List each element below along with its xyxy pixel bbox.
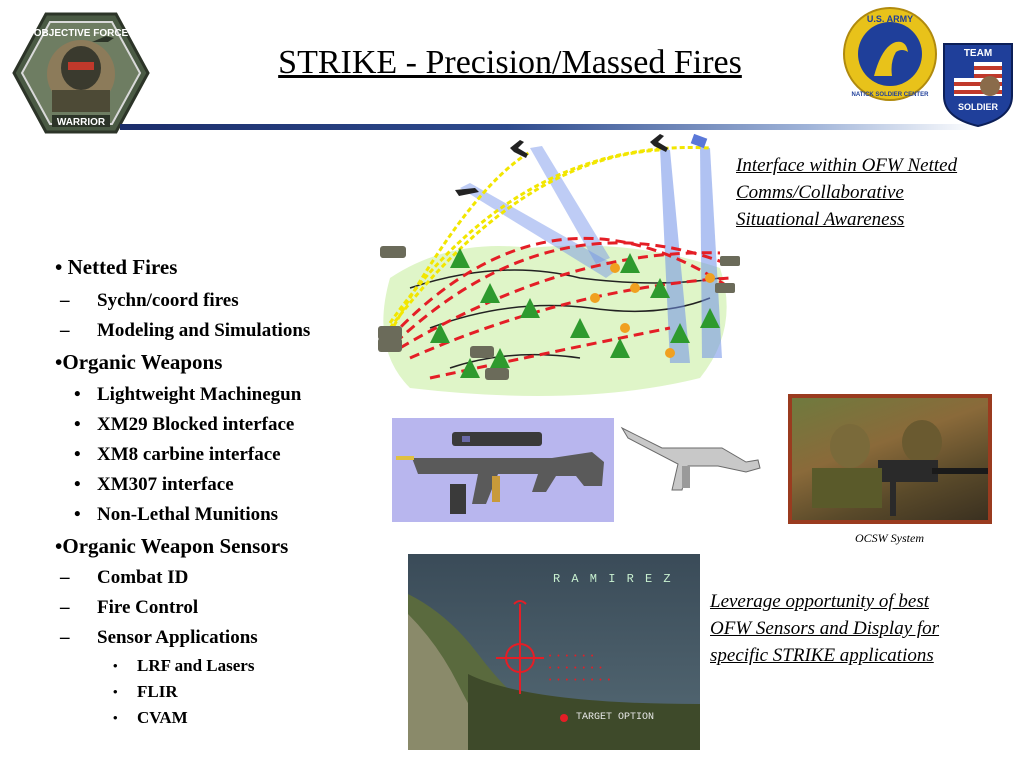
svg-text:• • • • • • • •: • • • • • • • • bbox=[548, 677, 611, 685]
logo-left-bottom-text: WARRIOR bbox=[57, 117, 106, 128]
page-title: STRIKE - Precision/Massed Fires bbox=[278, 44, 742, 81]
bullet-organic-weapons: •Organic Weapons bbox=[55, 350, 223, 374]
hud-callsign-text: R A M I R E Z bbox=[553, 572, 673, 586]
svg-text:NATICK SOLDIER CENTER: NATICK SOLDIER CENTER bbox=[852, 92, 930, 98]
team-text: TEAM bbox=[964, 48, 992, 59]
bullet-organic-weapon-sensors: •Organic Weapon Sensors bbox=[55, 534, 289, 558]
ocsw-system-photo bbox=[788, 394, 992, 524]
hud-target-option-text: TARGET OPTION bbox=[576, 712, 655, 723]
team-soldier-logo: TEAM SOLDIER bbox=[940, 40, 1016, 128]
hud-sensor-image: • • • • • • • • • • • • • • • • • • • • … bbox=[408, 554, 700, 750]
svg-text:U.S. ARMY: U.S. ARMY bbox=[867, 14, 913, 24]
svg-text:• • • • • •: • • • • • • bbox=[548, 653, 594, 661]
xm29-weapon-image bbox=[392, 418, 614, 522]
leverage-callout: Leverage opportunity of best OFW Sensors… bbox=[710, 591, 940, 666]
us-army-natick-logo: U.S. ARMY NATICK SOLDIER CENTER bbox=[840, 6, 940, 102]
ocsw-caption: OCSW System bbox=[855, 531, 924, 545]
netted-fires-diagram bbox=[370, 128, 750, 400]
soldier-text: SOLDIER bbox=[958, 102, 999, 112]
carbine-weapon-image bbox=[618, 418, 764, 508]
title-underline-bar bbox=[120, 124, 980, 130]
interface-callout: Interface within OFW Netted Comms/Collab… bbox=[736, 155, 958, 230]
logo-left-top-text: OBJECTIVE FORCE bbox=[34, 28, 129, 39]
objective-force-warrior-logo: OBJECTIVE FORCE WARRIOR bbox=[12, 12, 150, 134]
bullet-netted-fires: • Netted Fires bbox=[55, 255, 178, 279]
svg-text:• • • • • • •: • • • • • • • bbox=[548, 665, 603, 673]
